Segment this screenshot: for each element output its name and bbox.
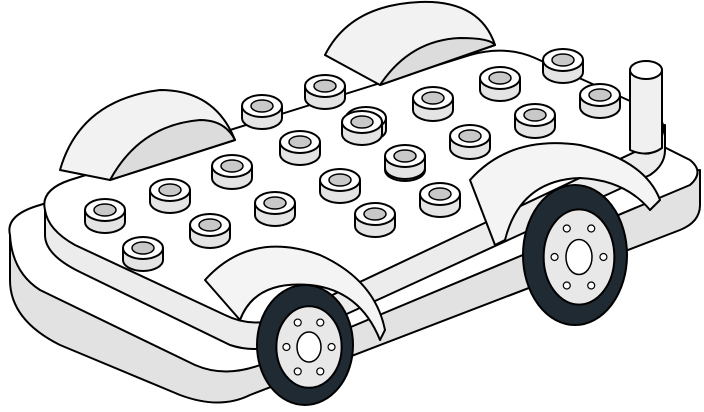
front-hump-face — [379, 37, 496, 86]
bolt-icon — [587, 224, 596, 233]
stud — [122, 236, 164, 272]
bolt-icon — [562, 281, 571, 290]
bolt-icon — [316, 318, 325, 327]
bolt-icon — [550, 252, 559, 262]
front-wheel — [522, 184, 628, 326]
stud — [304, 74, 346, 110]
bolt-icon — [316, 367, 325, 376]
bolt-icon — [327, 342, 336, 352]
bolt-icon — [562, 224, 571, 233]
stud — [189, 213, 231, 249]
front-wheel-arch — [469, 142, 661, 246]
rear-hump — [59, 89, 236, 181]
tow-peg — [629, 69, 663, 155]
stud — [542, 48, 584, 84]
bolt-icon — [282, 342, 291, 352]
stud — [241, 94, 283, 130]
bolt-icon — [293, 318, 302, 327]
bolt-icon — [293, 367, 302, 376]
stud — [84, 198, 126, 234]
stud — [149, 178, 191, 214]
stud — [412, 86, 454, 122]
bolt-icon — [587, 281, 596, 290]
front-hump — [324, 0, 496, 86]
rear-hump-face — [109, 119, 236, 181]
stud — [479, 66, 521, 102]
bolt-icon — [599, 252, 608, 262]
stud — [211, 154, 253, 190]
stud — [354, 202, 396, 238]
stud-grid — [84, 48, 621, 272]
stud — [514, 103, 556, 139]
rear-wheel-arch — [204, 245, 386, 341]
stud — [341, 110, 383, 146]
stud — [254, 191, 296, 227]
stud — [319, 168, 361, 204]
stud — [449, 124, 491, 160]
rear-wheel — [256, 284, 354, 406]
stud — [279, 130, 321, 166]
wheels — [256, 184, 628, 406]
stud — [419, 182, 461, 218]
stud — [579, 83, 621, 119]
tow-peg-top — [629, 60, 663, 80]
stud — [384, 144, 426, 180]
